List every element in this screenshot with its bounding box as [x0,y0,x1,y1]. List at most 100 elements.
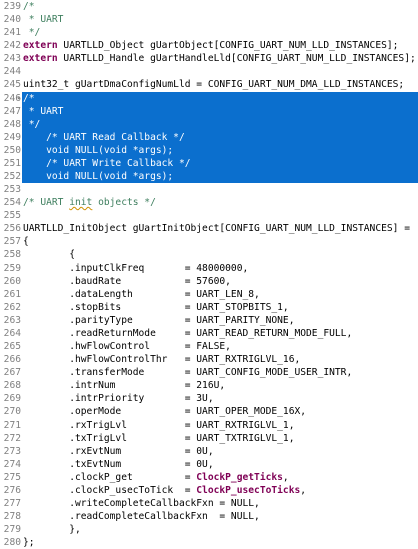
code-line[interactable]: 249 /* UART Read Callback */ [0,130,418,144]
code-token: uint32_t gUartDmaConfigNumLld = CONFIG_U… [23,79,405,91]
code-token: void NULL(void *args); [23,144,174,156]
code-token: .stopBits = UART_STOPBITS_1, [23,301,289,313]
line-number: 275 [3,471,21,483]
code-token: * UART [23,105,64,117]
code-line[interactable]: 252 void NULL(void *args); [0,170,418,184]
code-token: .rxTrigLvl = UART_RXTRIGLVL_1, [23,419,295,431]
code-line[interactable]: 255 [0,209,418,222]
code-line[interactable]: 267 .transferMode = UART_CONFIG_MODE_USE… [0,366,418,379]
code-token: , [282,471,289,483]
code-line[interactable]: 268 .intrNum = 216U, [0,379,418,392]
code-token: .rxEvtNum = 0U, [23,445,214,457]
code-line[interactable]: 263 .parityType = UART_PARITY_NONE, [0,314,418,327]
code-token: UARTLLD_Object gUartObject[CONFIG_UART_N… [57,40,399,52]
line-number: 239 [3,1,21,12]
code-line[interactable]: 272 .txTrigLvl = UART_TXTRIGLVL_1, [0,432,418,445]
code-token: { [23,249,75,261]
code-line[interactable]: 271 .rxTrigLvl = UART_RXTRIGLVL_1, [0,419,418,432]
code-token: .writeCompleteCallbackFxn = NULL, [23,497,260,509]
line-number: 240 [3,14,21,26]
code-line[interactable]: 277 .writeCompleteCallbackFxn = NULL, [0,497,418,510]
code-line[interactable]: 280}; [0,536,418,549]
code-line[interactable]: 276 .clockP_usecToTick = ClockP_usecToTi… [0,484,418,497]
code-text: .rxEvtNum = 0U, [22,445,418,458]
code-line[interactable]: 240 * UART [0,13,418,26]
line-number: 279 [3,524,21,536]
line-number: 276 [3,484,21,496]
code-text: extern UARTLLD_Handle gUartHandleLld[CON… [22,52,418,65]
line-number: 260 [3,275,21,287]
code-text [22,65,418,78]
code-token: }, [23,524,81,536]
code-text: .txEvtNum = 0U, [22,458,418,471]
line-number: 266 [3,354,21,366]
code-text: /* [22,0,418,13]
code-text: .clockP_get = ClockP_getTicks, [22,471,418,484]
line-number: 250 [3,144,21,156]
code-line[interactable]: 265 .hwFlowControl = FALSE, [0,340,418,353]
code-text: .rxTrigLvl = UART_RXTRIGLVL_1, [22,419,418,432]
code-token: */ [23,118,41,130]
code-line[interactable]: 239/* [0,0,418,13]
line-number: 271 [3,419,21,431]
code-text: UARTLLD_InitObject gUartInitObject[CONFI… [22,222,418,235]
code-token: { [23,236,29,248]
code-line[interactable]: 246▸/* [0,91,418,105]
code-line[interactable]: 247 * UART [0,104,418,118]
line-number: 252 [3,171,21,183]
code-line[interactable]: 261 .dataLength = UART_LEN_8, [0,288,418,301]
code-text: * UART [22,13,418,26]
code-token: init [69,197,93,209]
code-token: /* UART Read Callback */ [23,131,185,143]
code-line[interactable]: 258 { [0,248,418,261]
line-number: 262 [3,301,21,313]
line-number: 273 [3,445,21,457]
code-text: .hwFlowControlThr = UART_RXTRIGLVL_16, [22,353,418,366]
code-line[interactable]: 262 .stopBits = UART_STOPBITS_1, [0,301,418,314]
code-token: .readReturnMode = UART_READ_RETURN_MODE_… [23,327,353,339]
code-line[interactable]: 253 [0,183,418,196]
code-line[interactable]: 241 */ [0,26,418,39]
code-line[interactable]: 244 [0,65,418,78]
code-line[interactable]: 251 /* UART Write Callback */ [0,156,418,171]
code-line[interactable]: 259 .inputClkFreq = 48000000, [0,262,418,275]
code-line[interactable]: 279 }, [0,523,418,536]
line-number: 255 [3,210,21,222]
code-text: .readCompleteCallbackFxn = NULL, [22,510,418,523]
code-text: .stopBits = UART_STOPBITS_1, [22,301,418,314]
code-line[interactable]: 264 .readReturnMode = UART_READ_RETURN_M… [0,327,418,340]
code-line[interactable]: 270 .operMode = UART_OPER_MODE_16X, [0,405,418,418]
code-token: ClockP_getTicks [196,471,283,483]
code-line[interactable]: 254/* UART init objects */ [0,196,418,209]
code-line[interactable]: 266 .hwFlowControlThr = UART_RXTRIGLVL_1… [0,353,418,366]
code-token: , [300,484,307,496]
line-number: 258 [3,249,21,261]
code-line[interactable]: 260 .baudRate = 57600, [0,275,418,288]
code-token: .intrNum = 216U, [23,380,226,392]
code-text: }; [22,536,418,549]
code-line[interactable]: 278 .readCompleteCallbackFxn = NULL, [0,510,418,523]
code-text: .intrPriority = 3U, [22,392,418,405]
line-number: 277 [3,497,21,509]
code-token: * UART [23,14,64,26]
code-line[interactable]: 274 .txEvtNum = 0U, [0,458,418,471]
fold-marker-icon[interactable]: ▸ [17,93,22,102]
code-line[interactable]: 269 .intrPriority = 3U, [0,392,418,405]
code-line[interactable]: 257{ [0,235,418,248]
code-text: { [22,248,418,261]
code-line[interactable]: 273 .rxEvtNum = 0U, [0,445,418,458]
line-number: 261 [3,288,21,300]
code-line[interactable]: 275 .clockP_get = ClockP_getTicks, [0,471,418,484]
line-number: 248 [3,118,21,130]
code-text: */ [22,26,418,39]
code-text: .transferMode = UART_CONFIG_MODE_USER_IN… [22,366,418,379]
line-number: 264 [3,327,21,339]
code-line[interactable]: 248 */ [0,117,418,131]
code-line[interactable]: 250 void NULL(void *args); [0,143,418,157]
code-token: .operMode = UART_OPER_MODE_16X, [23,406,307,418]
